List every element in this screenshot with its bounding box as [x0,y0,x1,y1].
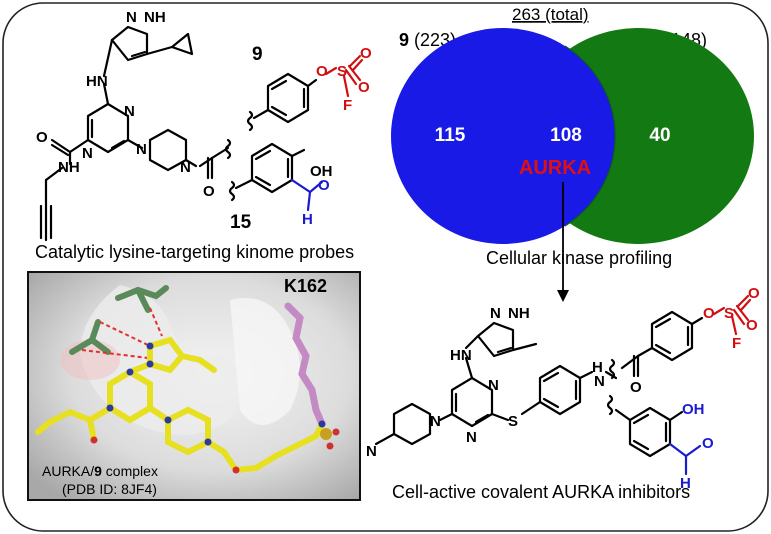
atom-label: S [724,305,734,322]
venn-overlap-count: 108 [550,125,582,146]
atom-label: N [594,373,605,390]
atom-label: F [732,335,741,352]
atom-label: NH [508,305,530,322]
atom-label: N [126,9,137,26]
atom-label: O [316,63,328,80]
venn-right-count: 40 [649,125,670,146]
atom-label: H [680,475,691,492]
venn-overlap-edge [564,45,616,227]
atom-label: N [124,103,135,120]
atom-label: O [360,45,372,62]
atom-label: O [748,285,760,302]
probe-number-15: 15 [230,212,252,233]
atom-label: H [592,359,603,376]
arrow-down-icon [557,182,569,302]
inhibitors-caption: Cell-active covalent AURKA inhibitors [392,482,690,502]
atom-label: O [703,305,715,322]
atom-label: N [466,429,477,446]
atom-label: O [203,183,215,200]
venn-total: 263 (total) [512,5,589,24]
atom-label: N [82,145,93,162]
probe-structure [39,25,318,242]
atom-label: N [366,443,377,460]
atom-label: O [702,435,714,452]
atom-label: HN [86,73,108,90]
atom-label: N [136,141,147,158]
atom-label: O [630,379,642,396]
crystal-structure-panel [27,271,361,501]
venn-left-count: 115 [435,125,466,146]
atom-label: O [746,317,758,334]
atom-label: F [343,97,352,114]
atom-label: N [430,413,441,430]
atom-label: NH [58,159,80,176]
venn-caption: Cellular kinase profiling [486,248,672,268]
probe-number-9: 9 [252,44,263,65]
inhibitor-sulfonyl-fluoride [712,294,752,336]
complex-caption: AURKA/9 complex [42,463,158,479]
atom-label: OH [310,163,333,180]
atom-label: S [508,413,518,430]
atom-label: H [302,211,313,228]
pdb-id: (PDB ID: 8JF4) [62,481,157,497]
atom-label: O [36,129,48,146]
atom-label: N [488,377,499,394]
inhibitor-structure [374,310,704,458]
venn-circle-9 [391,28,615,244]
atom-label: N [180,159,191,176]
atom-label: O [358,79,370,96]
atom-label: N [490,305,501,322]
aldehyde-15 [290,178,324,212]
residue-label: K162 [284,276,327,296]
atom-label: O [318,177,330,194]
atom-label: HN [450,347,472,364]
atom-label: OH [682,401,705,418]
atom-label: NH [144,9,166,26]
venn-highlight-aurka: AURKA [519,157,591,179]
inhibitor-aldehyde [668,442,702,476]
sulfonyl-fluoride-9 [324,54,364,98]
probes-caption: Catalytic lysine-targeting kinome probes [35,242,354,262]
atom-label: S [337,63,347,80]
